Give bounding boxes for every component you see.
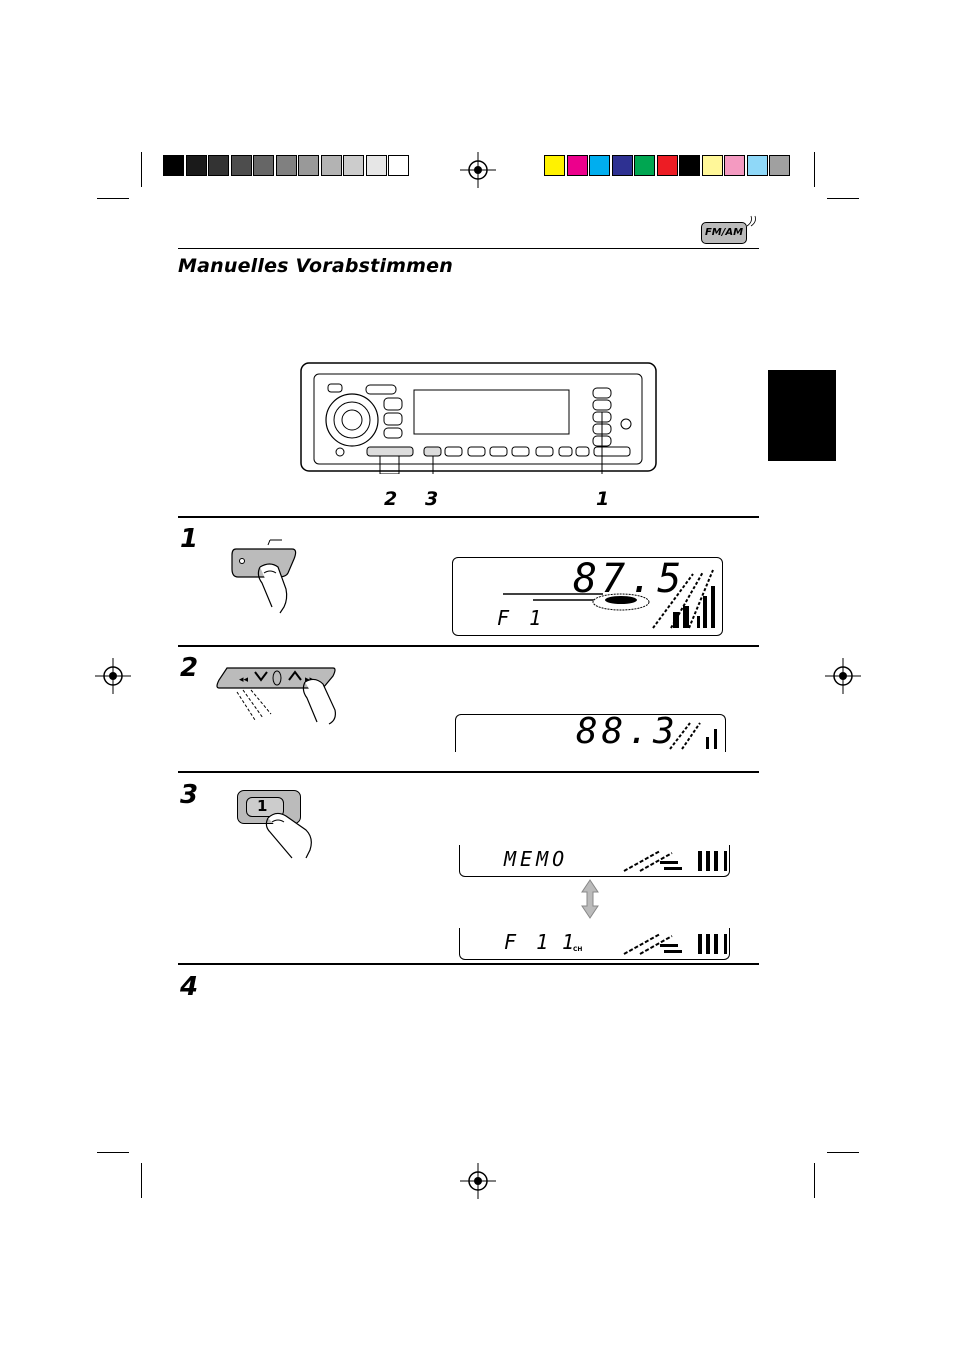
color-swatch — [365, 155, 387, 176]
color-swatch — [701, 155, 723, 176]
level-meter-icon — [669, 722, 717, 750]
preset-button-inner: 1 — [246, 797, 284, 817]
color-swatch — [298, 155, 319, 176]
color-swatch — [253, 155, 274, 176]
level-meter-icon — [623, 850, 727, 872]
lcd-display-2: 88.3 — [455, 711, 726, 752]
preset-button-label: 1 — [257, 797, 268, 815]
crop-mark — [141, 152, 142, 187]
frequency-readout: 88.3 — [576, 711, 679, 752]
color-swatch — [769, 155, 790, 176]
finger-press-icon — [265, 812, 312, 859]
level-meter-icon — [503, 569, 715, 629]
color-swatch — [343, 155, 364, 176]
page-title: Manuelles Vorabstimmen — [178, 255, 453, 277]
crop-mark — [814, 152, 815, 187]
registration-mark-left-icon — [95, 658, 131, 694]
step-rule — [178, 516, 759, 518]
registration-mark-right-icon — [825, 658, 861, 694]
lcd-display-preset: F 1 1 CH — [459, 928, 730, 960]
lcd-display-1: 87.5 F 1 — [452, 556, 723, 636]
color-swatch — [208, 155, 229, 176]
color-swatch — [656, 155, 678, 176]
registration-mark-top-icon — [460, 152, 496, 188]
radio-waves-icon — [746, 215, 756, 227]
lcd-display-memo: MEMO — [459, 845, 730, 877]
color-swatch — [566, 155, 588, 176]
header-rule — [178, 248, 759, 249]
color-swatch — [679, 155, 700, 176]
color-swatch — [163, 155, 184, 176]
crop-mark — [827, 1152, 859, 1153]
language-tab — [768, 370, 836, 461]
step-number: 1 — [180, 524, 199, 554]
preset-number-readout: 1 — [562, 930, 579, 954]
color-swatch — [320, 155, 342, 176]
step-rule — [178, 645, 759, 647]
color-swatch — [275, 155, 297, 176]
level-meter-icon — [623, 933, 727, 955]
ch-indicator: CH — [573, 946, 583, 953]
crop-mark — [97, 1152, 129, 1153]
color-swatch — [388, 155, 409, 176]
color-swatch — [634, 155, 655, 176]
band-button-press-icon — [231, 539, 297, 614]
color-swatch — [230, 155, 252, 176]
color-swatch — [185, 155, 207, 176]
color-swatch — [746, 155, 768, 176]
registration-mark-bottom-icon — [460, 1163, 496, 1199]
crop-mark — [827, 198, 859, 199]
memo-readout: MEMO — [504, 847, 569, 871]
callout-1: 1 — [596, 488, 610, 510]
fm-am-badge: FM/AM — [701, 222, 747, 244]
crop-mark — [141, 1163, 142, 1198]
color-swatch — [589, 155, 610, 176]
car-radio-illustration — [300, 362, 657, 474]
step-rule — [178, 771, 759, 773]
step-number: 3 — [180, 780, 199, 810]
tuning-buttons-press-icon: ◂◂ ▸▸ — [216, 667, 336, 725]
step-number: 4 — [180, 972, 199, 1002]
crop-mark — [97, 198, 129, 199]
callout-3: 3 — [425, 488, 439, 510]
color-swatch — [544, 155, 565, 176]
step-rule — [178, 963, 759, 965]
step-number: 2 — [180, 653, 199, 683]
band-readout: F 1 — [504, 930, 553, 954]
svg-text:◂◂: ◂◂ — [239, 675, 249, 685]
callout-2: 2 — [384, 488, 398, 510]
color-swatch — [611, 155, 633, 176]
crop-mark — [814, 1163, 815, 1198]
alternating-arrow-icon — [581, 879, 599, 919]
color-swatch — [724, 155, 745, 176]
band-readout: F 1 — [497, 606, 546, 630]
